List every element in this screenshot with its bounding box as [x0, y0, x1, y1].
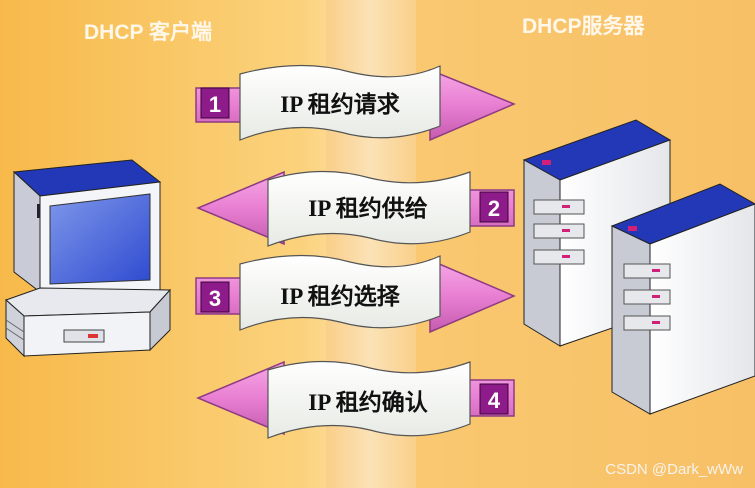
step-2-scroll	[267, 170, 471, 247]
client-title: DHCP 客户端	[84, 21, 212, 44]
step-1-scroll	[239, 64, 441, 141]
step-3-badge	[200, 281, 230, 313]
step-4-badge	[479, 383, 509, 415]
step-3-scroll	[239, 254, 441, 331]
step-2-badge	[479, 191, 509, 223]
step-1-badge	[200, 87, 230, 119]
server-title: DHCP服务器	[522, 15, 645, 38]
step-3-label: IP 租约选择	[280, 283, 400, 309]
step-4-label: IP 租约确认	[308, 389, 427, 415]
step-1-group: 1 IP 租约请求	[195, 64, 516, 142]
step-4-group: 4 IP 租约确认	[196, 360, 515, 439]
step-2-group: 2 IP 租约供给	[196, 170, 515, 247]
step-1-number: 1	[209, 92, 221, 117]
step-3-group: 3 IP 租约选择	[195, 254, 516, 334]
watermark: CSDN @Dark_wWw	[605, 461, 743, 478]
step-4-number: 4	[488, 388, 501, 413]
client-computer-icon	[5, 159, 172, 358]
step-4-scroll	[267, 360, 471, 439]
step-1-label: IP 租约请求	[280, 91, 399, 117]
server-icon-2	[610, 183, 755, 415]
step-2-label: IP 租约供给	[308, 195, 427, 221]
step-2-number: 2	[488, 196, 500, 221]
step-3-number: 3	[209, 286, 221, 311]
